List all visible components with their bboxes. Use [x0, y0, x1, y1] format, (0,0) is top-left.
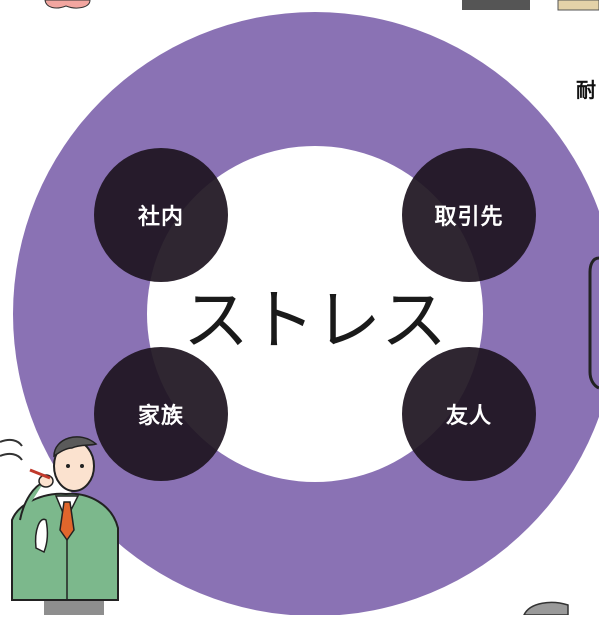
center-label: ストレス — [183, 282, 447, 359]
node-label-torihikisaki: 取引先 — [434, 205, 504, 230]
peach-shape-icon — [44, 0, 91, 9]
bottom-right-fragment — [522, 601, 569, 616]
node-label-kazoku: 家族 — [137, 404, 184, 429]
side-panel-frame — [588, 256, 599, 390]
box-icons — [462, 0, 599, 11]
puff-lines — [0, 438, 23, 461]
node-label-yujin: 友人 — [445, 404, 492, 429]
node-label-shanai: 社内 — [137, 205, 184, 230]
side-text-fragment: 耐 — [576, 78, 596, 102]
node-circle-shanai — [94, 148, 228, 282]
smoking-man-illustration — [11, 436, 119, 615]
node-circle-yujin — [402, 347, 536, 481]
inner-circle — [147, 146, 483, 482]
node-circle-torihikisaki — [402, 148, 536, 282]
node-circle-kazoku — [94, 347, 228, 481]
